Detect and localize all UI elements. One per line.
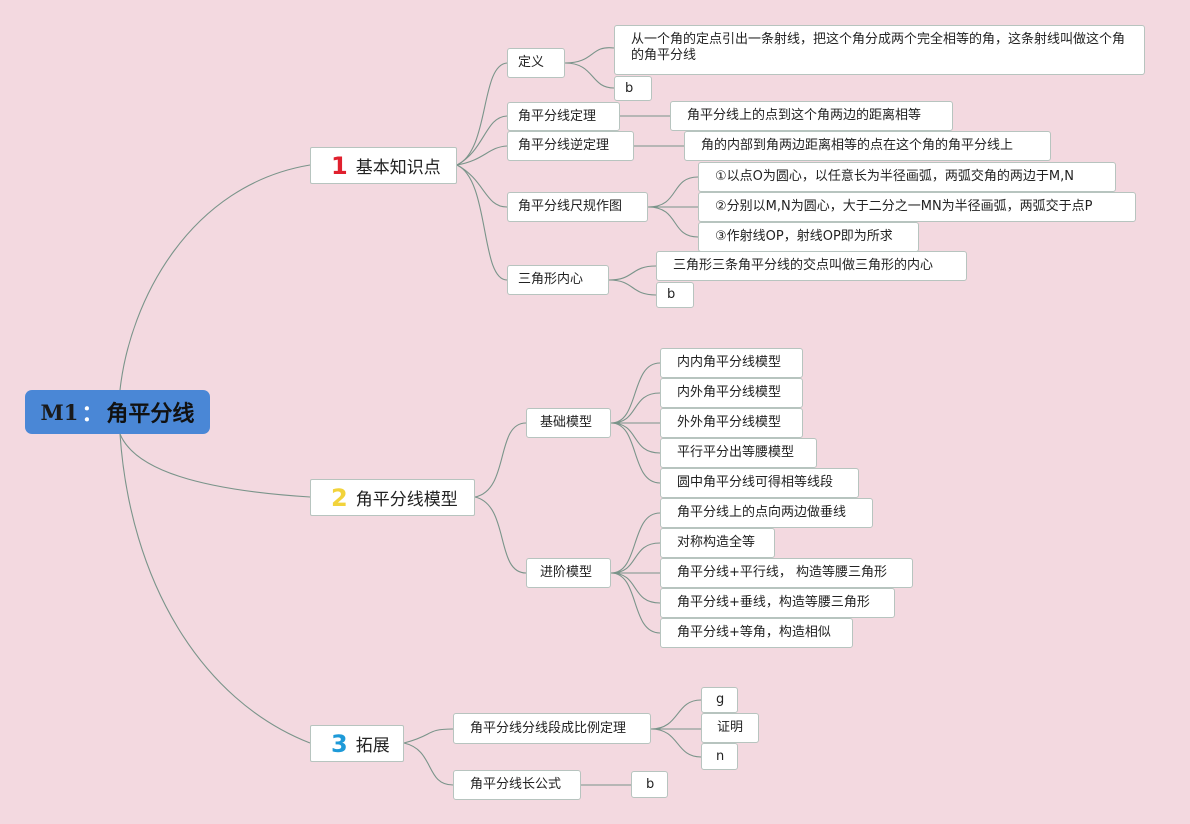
node-definition-text[interactable]: 从一个角的定点引出一条射线，把这个角分成两个完全相等的角，这条射线叫做这个角的角… xyxy=(614,25,1145,75)
node-length-item[interactable]: b xyxy=(631,771,668,798)
node-theorem[interactable]: 角平分线定理 xyxy=(507,102,620,131)
node-construction[interactable]: 角平分线尺规作图 xyxy=(507,192,648,222)
root-code: M1 xyxy=(40,399,79,425)
node-converse-text[interactable]: 角的内部到角两边距离相等的点在这个角的角平分线上 xyxy=(684,131,1051,161)
node-ratio-item-3[interactable]: n xyxy=(701,743,738,770)
node-incenter-extra[interactable]: b xyxy=(656,282,694,308)
node-advanced-model-2[interactable]: 对称构造全等 xyxy=(660,528,775,558)
root-title: 角平分线 xyxy=(106,402,195,427)
node-theorem-text[interactable]: 角平分线上的点到这个角两边的距离相等 xyxy=(670,101,953,131)
node-construction-step-2[interactable]: ②分别以M,N为圆心，大于二分之一MN为半径画弧，两弧交于点P xyxy=(698,192,1136,222)
node-basic-model-1[interactable]: 内内角平分线模型 xyxy=(660,348,803,378)
branch-number-1: 1 xyxy=(331,151,348,180)
branch-label: 角平分线模型 xyxy=(355,490,458,510)
node-advanced-model-1[interactable]: 角平分线上的点向两边做垂线 xyxy=(660,498,873,528)
node-incenter[interactable]: 三角形内心 xyxy=(507,265,609,295)
node-definition[interactable]: 定义 xyxy=(507,48,565,78)
node-length-formula[interactable]: 角平分线长公式 xyxy=(453,770,581,800)
node-incenter-text[interactable]: 三角形三条角平分线的交点叫做三角形的内心 xyxy=(656,251,967,281)
branch-number-3: 3 xyxy=(331,729,348,758)
node-ratio-item-2[interactable]: 证明 xyxy=(701,713,759,743)
branch-label: 基本知识点 xyxy=(355,158,441,178)
node-definition-extra[interactable]: b xyxy=(614,76,652,101)
root-topic[interactable]: M1：角平分线 xyxy=(25,390,210,434)
branch-basics[interactable]: 1 基本知识点 xyxy=(310,147,457,184)
branch-label: 拓展 xyxy=(355,736,390,756)
node-construction-step-1[interactable]: ①以点O为圆心，以任意长为半径画弧，两弧交角的两边于M,N xyxy=(698,162,1116,192)
node-basic-models[interactable]: 基础模型 xyxy=(526,408,611,438)
node-advanced-models[interactable]: 进阶模型 xyxy=(526,558,611,588)
branch-number-2: 2 xyxy=(331,483,348,512)
root-separator: ： xyxy=(81,402,104,427)
node-basic-model-2[interactable]: 内外角平分线模型 xyxy=(660,378,803,408)
node-basic-model-3[interactable]: 外外角平分线模型 xyxy=(660,408,803,438)
node-ratio-item-1[interactable]: g xyxy=(701,687,738,713)
node-advanced-model-5[interactable]: 角平分线+等角，构造相似 xyxy=(660,618,853,648)
branch-models[interactable]: 2 角平分线模型 xyxy=(310,479,475,516)
node-ratio-theorem[interactable]: 角平分线分线段成比例定理 xyxy=(453,713,651,744)
node-construction-step-3[interactable]: ③作射线OP，射线OP即为所求 xyxy=(698,222,919,252)
node-basic-model-4[interactable]: 平行平分出等腰模型 xyxy=(660,438,817,468)
branch-extension[interactable]: 3 拓展 xyxy=(310,725,404,762)
node-advanced-model-3[interactable]: 角平分线+平行线， 构造等腰三角形 xyxy=(660,558,913,588)
node-converse[interactable]: 角平分线逆定理 xyxy=(507,131,634,161)
node-advanced-model-4[interactable]: 角平分线+垂线，构造等腰三角形 xyxy=(660,588,895,618)
node-basic-model-5[interactable]: 圆中角平分线可得相等线段 xyxy=(660,468,859,498)
